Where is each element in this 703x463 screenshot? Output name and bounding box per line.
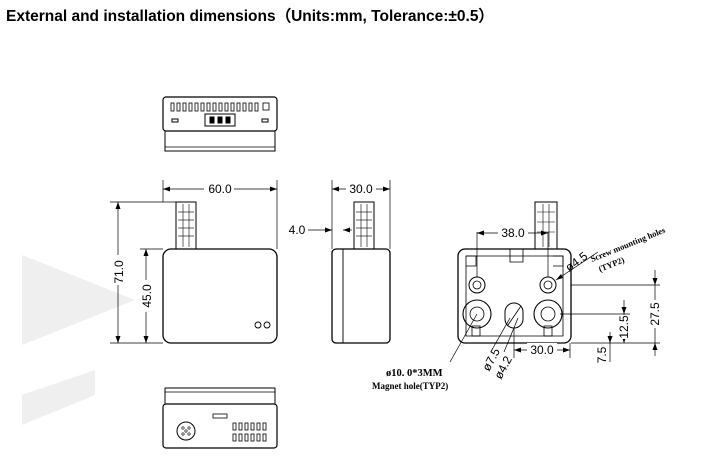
dim-side-depth: 30.0 [349, 182, 373, 196]
dim-screw-hole: ø4.5 [563, 249, 591, 275]
dim-front-height-body: 45.0 [140, 284, 154, 308]
dim-magnet-spacing: 30.0 [530, 343, 554, 357]
dim-27-5: 27.5 [648, 302, 662, 326]
dim-12-5: 12.5 [617, 315, 631, 339]
dim-front-width: 60.0 [208, 182, 232, 196]
bottom-view [162, 387, 278, 449]
front-view [110, 180, 278, 344]
magnet-hole-label: Magnet hole(TYP2) [372, 381, 448, 391]
dim-hole-spacing: 38.0 [501, 226, 525, 240]
side-view [308, 180, 391, 344]
dim-7-5: 7.5 [595, 346, 609, 363]
watermark [22, 255, 135, 425]
magnet-hole-size: ø10. 0*3MM [386, 368, 443, 379]
screw-hole-label: Screw mounting holes [589, 224, 667, 263]
dim-front-height-total: 71.0 [112, 260, 126, 284]
dim-side-offset: 4.0 [289, 223, 306, 237]
page-title: External and installation dimensions（Uni… [6, 8, 494, 25]
top-view [162, 96, 278, 152]
back-view [449, 201, 660, 363]
